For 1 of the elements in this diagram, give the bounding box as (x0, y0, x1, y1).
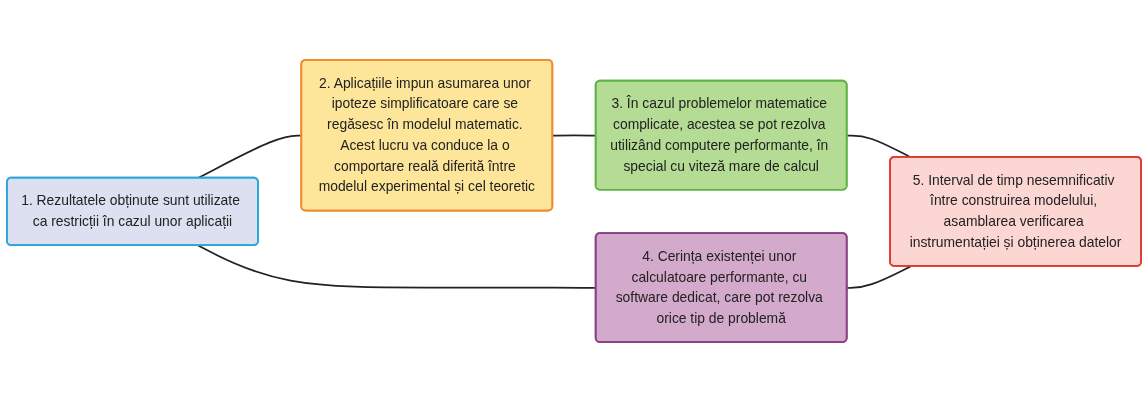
connector (846, 265, 912, 289)
